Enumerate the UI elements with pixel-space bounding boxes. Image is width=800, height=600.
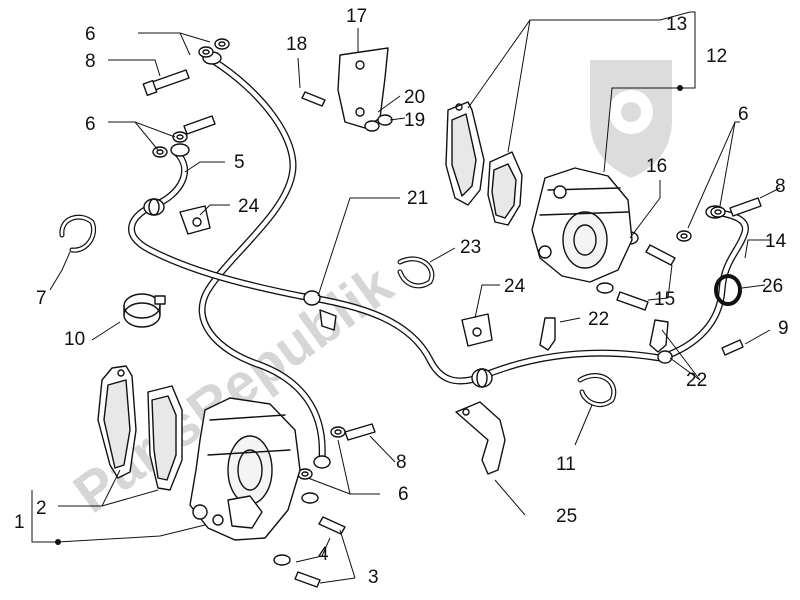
callout-17: 17 (346, 6, 367, 27)
callout-24: 24 (238, 196, 260, 217)
banjo-bolt (142, 69, 762, 441)
hose-clip-7 (59, 214, 96, 253)
front-brake-hose (198, 56, 326, 462)
callout-19: 19 (404, 110, 425, 131)
callout-9: 9 (778, 318, 789, 339)
callout-24: 24 (504, 276, 526, 297)
rear-brake-caliper (531, 167, 633, 283)
callout-labels: 6 8 6 5 24 7 10 17 18 20 19 21 23 24 22 … (14, 6, 789, 588)
callout-23: 23 (460, 237, 481, 258)
callout-26: 26 (762, 276, 783, 297)
callout-15: 15 (654, 289, 675, 310)
callout-22: 22 (686, 370, 707, 391)
callout-14: 14 (765, 231, 787, 252)
callout-18: 18 (286, 34, 307, 55)
grommet (143, 198, 673, 388)
front-brake-pad (97, 365, 183, 491)
rear-brake-hose (474, 208, 749, 382)
callout-3: 3 (368, 567, 379, 588)
hose-clip-11 (577, 373, 617, 407)
callout-13: 13 (666, 14, 687, 35)
bolt (294, 91, 744, 588)
hose-bracket-24 (179, 205, 493, 347)
callout-6: 6 (85, 24, 96, 45)
hose-clamp-10 (123, 293, 166, 328)
callout-11: 11 (556, 454, 576, 475)
callout-7: 7 (36, 288, 47, 309)
hose-bracket-25 (455, 401, 506, 475)
callout-2: 2 (36, 498, 47, 519)
hose-clip-23 (397, 256, 435, 289)
callout-4: 4 (318, 544, 329, 565)
hose-guide-22 (319, 309, 669, 353)
watermark-logo (590, 60, 672, 178)
front-brake-caliper (189, 397, 301, 541)
callout-20: 20 (404, 87, 425, 108)
callout-8: 8 (775, 176, 786, 197)
callout-6: 6 (738, 104, 749, 125)
callout-16: 16 (646, 156, 667, 177)
leader-lines (31, 11, 781, 584)
callout-6: 6 (85, 114, 96, 135)
callout-21: 21 (407, 188, 428, 209)
callout-8: 8 (85, 51, 96, 72)
callout-6: 6 (398, 484, 409, 505)
callout-25: 25 (556, 506, 577, 527)
rear-brake-pad (445, 101, 523, 226)
callout-22: 22 (588, 309, 609, 330)
hose-clip-26 (714, 274, 742, 306)
callout-1: 1 (14, 512, 25, 533)
callout-8: 8 (396, 452, 407, 473)
callout-5: 5 (234, 152, 245, 173)
callout-10: 10 (64, 329, 85, 350)
callout-12: 12 (706, 46, 727, 67)
